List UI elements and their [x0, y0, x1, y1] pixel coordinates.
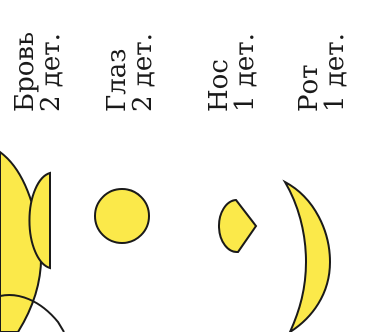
label-nose: Нос 1 дет.	[206, 33, 258, 112]
label-mouth: Рот 1 дет.	[296, 33, 348, 112]
label-eye-name: Глаз	[104, 33, 130, 112]
label-eye-count: 2 дет.	[130, 33, 156, 112]
label-eyebrow-count: 2 дет.	[38, 32, 64, 112]
eye-shape	[95, 189, 149, 243]
nose-shape	[219, 200, 256, 252]
label-eye: Глаз 2 дет.	[104, 33, 156, 112]
label-nose-name: Нос	[206, 33, 232, 112]
label-eyebrow: Бровь 2 дет.	[12, 32, 64, 112]
label-eyebrow-name: Бровь	[12, 32, 38, 112]
mouth-shape	[285, 182, 330, 332]
label-mouth-name: Рот	[296, 33, 322, 112]
label-nose-count: 1 дет.	[232, 33, 258, 112]
label-mouth-count: 1 дет.	[322, 33, 348, 112]
